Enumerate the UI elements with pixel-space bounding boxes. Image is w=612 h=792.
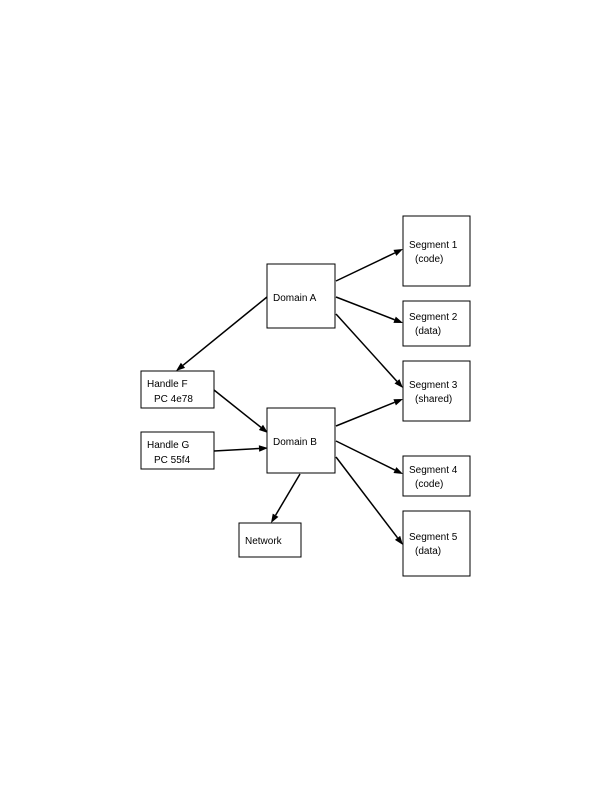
node-domain-a: Domain A [266,263,336,329]
node-segment-3-label: Segment 3 [409,380,458,391]
edge-domain-b-to-segment-3 [335,401,395,427]
node-handle-f-box [140,370,215,409]
node-domain-a-box [266,263,336,329]
node-segment-1: Segment 1 (code) [402,215,471,287]
node-segment-3: Segment 3 (shared) [402,360,471,422]
node-segment-5-sublabel: (data) [415,546,441,557]
edge-handle-f-to-domain-b-arrowhead [258,424,268,433]
node-segment-4-sublabel: (code) [415,479,443,490]
node-segment-2-label: Segment 2 [409,312,458,323]
node-segment-5: Segment 5 (data) [402,510,471,577]
edge-domain-b-to-segment-4 [335,440,396,471]
node-domain-a-label: Domain A [273,293,317,304]
node-network-box [238,522,302,558]
node-segment-3-sublabel: (shared) [415,394,452,405]
edge-handle-g-to-domain-b-arrowhead [258,445,268,452]
node-network: Network [238,522,302,558]
edge-handle-f-to-domain-b [213,389,262,428]
edge-domain-b-to-segment-5 [335,456,399,539]
node-segment-3-box [402,360,471,422]
edge-handle-g-to-domain-b [213,447,260,452]
node-segment-2: Segment 2 (data) [402,300,471,347]
node-segment-1-label: Segment 1 [409,240,458,251]
node-network-label: Network [245,536,283,547]
node-handle-g: Handle G PC 55f4 [140,431,215,470]
edge-domain-a-to-segment-2-arrowhead [393,316,403,323]
node-handle-f-sublabel: PC 4e78 [154,394,193,405]
edge-domain-a-to-segment-2 [335,296,395,321]
edge-domain-b-to-network [274,473,301,516]
edges-layer [176,249,403,545]
edge-domain-b-to-segment-5-arrowhead [394,535,403,545]
edge-domain-b-to-segment-3-arrowhead [393,399,403,406]
edge-domain-b-to-network-arrowhead [271,513,279,523]
node-domain-b-box [266,407,336,474]
node-segment-2-sublabel: (data) [415,326,441,337]
node-segment-2-box [402,300,471,347]
edge-domain-a-to-handle-f [182,296,268,366]
edge-domain-a-to-segment-3 [335,313,398,382]
edge-domain-a-to-segment-1 [335,252,396,282]
node-handle-f: Handle F PC 4e78 [140,370,215,409]
node-segment-5-box [402,510,471,577]
edge-domain-b-to-segment-4-arrowhead [393,467,403,474]
node-handle-g-sublabel: PC 55f4 [154,455,191,466]
edge-domain-a-to-handle-f-arrowhead [176,362,186,371]
edge-domain-a-to-segment-3-arrowhead [394,379,403,388]
node-segment-4-label: Segment 4 [409,465,458,476]
node-domain-b-label: Domain B [273,437,317,448]
node-segment-4: Segment 4 (code) [402,455,471,497]
edge-domain-a-to-segment-1-arrowhead [393,249,403,256]
node-domain-b: Domain B [266,407,336,474]
node-segment-5-label: Segment 5 [409,532,458,543]
node-handle-f-label: Handle F [147,379,188,390]
node-segment-1-sublabel: (code) [415,254,443,265]
node-segment-4-box [402,455,471,497]
node-handle-g-box [140,431,215,470]
node-handle-g-label: Handle G [147,440,189,451]
node-segment-1-box [402,215,471,287]
